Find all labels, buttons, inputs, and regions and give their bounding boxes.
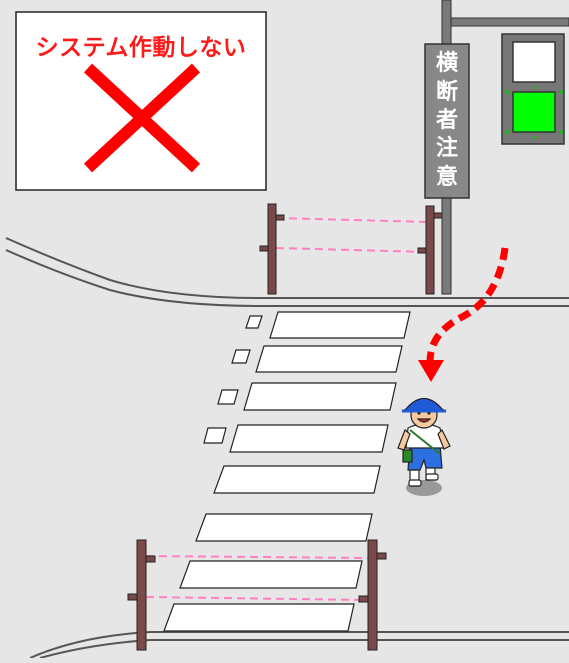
sensor-emitter	[127, 593, 138, 601]
warning-sign-text: 横 断 者 注 意	[425, 44, 469, 198]
crosswalk-stripe	[195, 513, 373, 542]
crosswalk	[163, 311, 411, 632]
warning-sign-char: 意	[435, 164, 458, 190]
sensor-post-right	[367, 539, 378, 651]
upper-sensor-gate	[259, 203, 443, 295]
crosswalk-stripe	[229, 424, 389, 453]
signal-red-light	[512, 41, 556, 83]
road-sensor-markers	[203, 315, 263, 444]
sensor-emitter	[376, 552, 387, 560]
road-sensor-marker	[217, 389, 239, 405]
sensor-emitter	[259, 245, 269, 252]
signal-glow	[504, 86, 564, 139]
sensor-post-right	[425, 205, 435, 295]
sensor-post-left	[136, 539, 147, 651]
sensor-emitter	[417, 247, 427, 254]
curved-arrow-icon	[418, 247, 509, 382]
sensor-beam	[145, 596, 369, 601]
sensor-emitter	[358, 595, 369, 603]
child-pedestrian-icon	[397, 397, 451, 496]
road-sensor-marker	[203, 427, 227, 444]
warning-sign-char: 横	[435, 51, 458, 77]
status-box	[15, 11, 267, 191]
sensor-emitter	[433, 212, 443, 219]
warning-sign	[424, 43, 470, 199]
cross-mark-icon	[83, 63, 201, 173]
crosswalk-stripe	[163, 603, 355, 632]
sensor-emitter	[275, 214, 285, 221]
upper-curb	[5, 237, 569, 307]
warning-sign-char: 注	[435, 136, 458, 162]
signal-green-light	[512, 91, 556, 133]
crosswalk-stripe	[179, 560, 363, 589]
status-label: システム作動しない	[35, 35, 247, 61]
warning-sign-char: 者	[435, 107, 458, 133]
road-sensor-marker	[231, 349, 251, 364]
crosswalk-stripe	[243, 382, 397, 411]
crosswalk-stripe	[255, 345, 403, 373]
crosswalk-stripe	[269, 311, 411, 339]
road-sensor-marker	[245, 315, 263, 329]
sensor-emitter	[145, 555, 156, 563]
sensor-post-left	[267, 203, 277, 295]
pedestrian-signal	[501, 33, 565, 145]
sensor-beam	[145, 555, 369, 559]
warning-sign-char: 断	[435, 79, 458, 105]
lower-sensor-gate	[127, 539, 387, 651]
crosswalk-stripe	[213, 465, 381, 494]
